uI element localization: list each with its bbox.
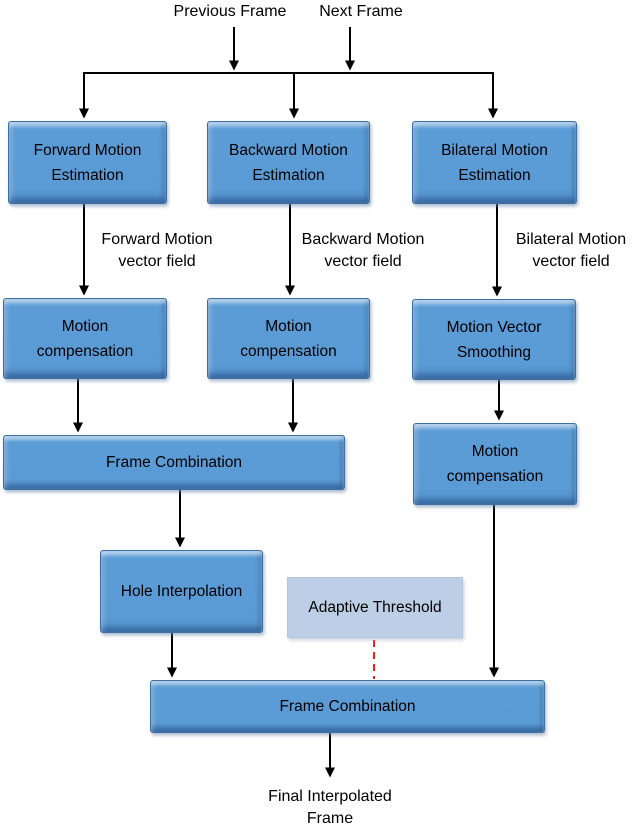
output-label-line: Final Interpolated bbox=[268, 788, 392, 805]
box-forward-motion-estimation: Forward Motion Estimation bbox=[8, 121, 167, 204]
box-label-line: compensation bbox=[240, 342, 337, 360]
box-motion-compensation-right: Motion compensation bbox=[413, 423, 577, 505]
box-label-line: Motion bbox=[265, 317, 312, 335]
box-frame-combination-1: Frame Combination bbox=[3, 435, 345, 490]
box-label-line: Frame Combination bbox=[105, 454, 243, 471]
box-label-line: Forward Motion bbox=[33, 141, 142, 159]
box-label-line: Backward Motion bbox=[229, 141, 348, 159]
box-label-line: Hole Interpolation bbox=[120, 583, 243, 600]
edge-label-line: vector field bbox=[118, 252, 196, 270]
box-motion-compensation-left: Motion compensation bbox=[3, 298, 167, 379]
edge-label-line: vector field bbox=[324, 252, 402, 270]
label-final-interpolated-frame: Final Interpolated Frame bbox=[248, 786, 412, 826]
label-next-frame: Next Frame bbox=[305, 1, 417, 23]
label-next-frame-text: Next Frame bbox=[319, 3, 403, 20]
box-label-line: Estimation bbox=[458, 166, 531, 184]
label-previous-frame-text: Previous Frame bbox=[173, 3, 287, 20]
box-label-line: compensation bbox=[36, 342, 134, 360]
box-adaptive-threshold: Adaptive Threshold bbox=[287, 577, 463, 638]
label-bilateral-vector-field: Bilateral Motion vector field bbox=[504, 229, 638, 272]
box-label-line: Motion bbox=[471, 443, 519, 460]
box-label-line: Motion Vector bbox=[446, 318, 542, 336]
box-backward-motion-estimation: Backward Motion Estimation bbox=[207, 121, 370, 204]
box-frame-combination-2: Frame Combination bbox=[150, 680, 545, 733]
box-label-line: Smoothing bbox=[456, 343, 532, 361]
box-label-line: Frame Combination bbox=[279, 698, 416, 715]
label-previous-frame: Previous Frame bbox=[160, 1, 300, 23]
box-label-line: Estimation bbox=[51, 166, 124, 184]
edge-label-line: Forward Motion bbox=[101, 231, 213, 248]
box-bilateral-motion-estimation: Bilateral Motion Estimation bbox=[412, 121, 577, 204]
output-label-line: Frame bbox=[306, 809, 354, 826]
label-forward-vector-field: Forward Motion vector field bbox=[92, 229, 222, 272]
box-label-line: compensation bbox=[446, 468, 544, 485]
box-label-line: Estimation bbox=[252, 166, 325, 184]
box-hole-interpolation: Hole Interpolation bbox=[100, 550, 263, 633]
edge-label-line: Backward Motion bbox=[301, 231, 425, 248]
box-motion-vector-smoothing: Motion Vector Smoothing bbox=[412, 299, 576, 380]
box-label-line: Adaptive Threshold bbox=[308, 599, 442, 616]
edge-label-line: Bilateral Motion bbox=[515, 231, 627, 248]
box-label-line: Bilateral Motion bbox=[441, 141, 548, 159]
edge-label-line: vector field bbox=[532, 252, 610, 270]
box-label-line: Motion bbox=[61, 317, 109, 335]
label-backward-vector-field: Backward Motion vector field bbox=[297, 229, 429, 272]
box-motion-compensation-middle: Motion compensation bbox=[207, 298, 370, 379]
